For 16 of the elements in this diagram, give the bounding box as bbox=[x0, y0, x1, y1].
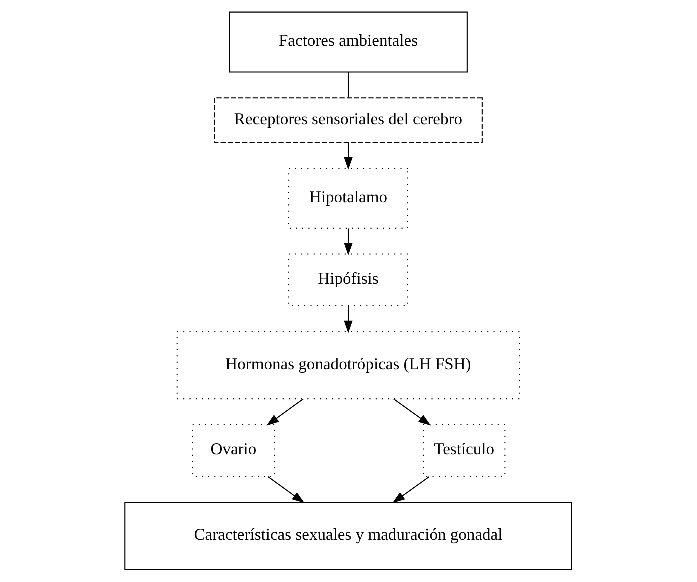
arrow bbox=[268, 476, 305, 504]
arrow bbox=[344, 143, 353, 170]
node-box: Testículo bbox=[422, 424, 506, 478]
node-box: Factores ambientales bbox=[229, 12, 468, 73]
connector bbox=[348, 72, 350, 98]
node-box: Ovario bbox=[192, 424, 276, 478]
node-box: Receptores sensoriales del cerebro bbox=[214, 98, 483, 144]
arrow bbox=[344, 306, 353, 334]
arrow bbox=[266, 398, 304, 426]
node-box: Hipófisis bbox=[288, 254, 408, 307]
node-box: Hipotalamo bbox=[288, 168, 408, 229]
node-box: Hormonas gonadotrópicas (LH FSH) bbox=[176, 331, 520, 400]
arrow bbox=[394, 398, 432, 426]
arrow bbox=[392, 476, 430, 504]
node-box: Características sexuales y maduración gonadal bbox=[124, 502, 572, 570]
arrow bbox=[344, 228, 353, 256]
